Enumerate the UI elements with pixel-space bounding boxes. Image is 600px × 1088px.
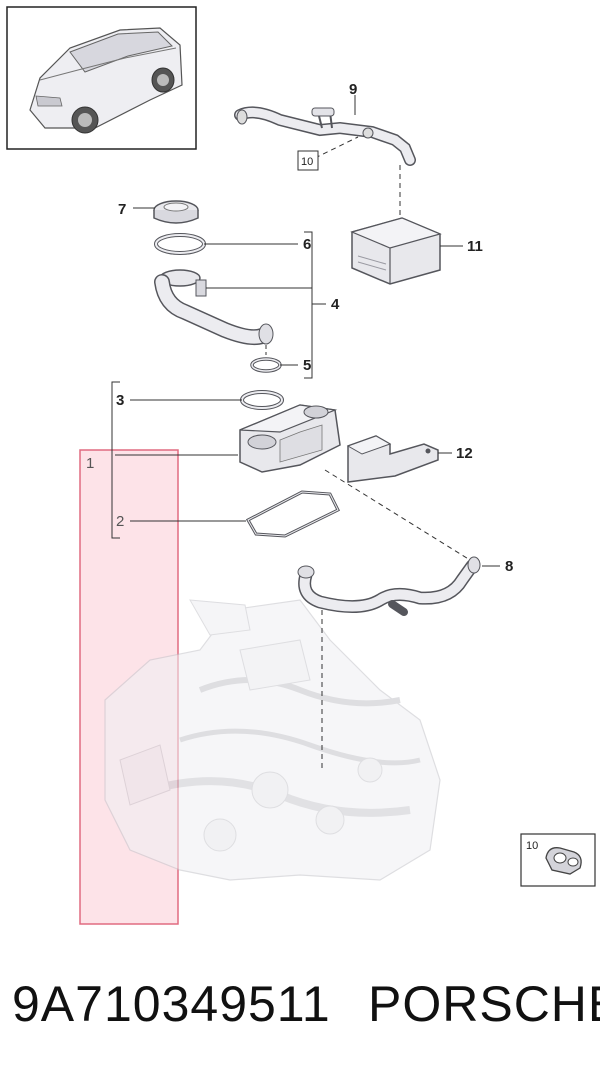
callout-label-2: 2 [116,513,124,530]
callout-label-11: 11 [467,238,483,255]
part-11-oil-cooler [350,217,442,285]
part-2-gasket [245,490,341,538]
inset-callout-label: 10 [526,840,538,852]
callout-label-1: 1 [86,455,94,472]
part-7-cap [153,200,199,224]
part-6-seal-ring [154,233,206,255]
part-5-ring [250,357,282,373]
callout-label-12: 12 [456,445,473,462]
callout-label-8: 8 [505,558,513,575]
part-8-hose [297,556,481,616]
engine-block-illustration [104,599,441,881]
footer: 9A710349511 PORSCHE [0,975,600,1045]
part-4-filler-neck [154,269,274,346]
callout-label-9: 9 [349,81,357,98]
callout-label-5: 5 [303,357,311,374]
callout-label-7: 7 [118,201,126,218]
part-number: 9A710349511 [12,976,331,1032]
part-1-housing [239,404,341,473]
part-12-bracket [346,435,439,483]
callout-label-4: 4 [331,296,340,313]
callout-label-10: 10 [301,156,313,168]
part-3-ring [240,390,284,410]
vehicle-thumbnail [6,6,197,150]
brand-name: PORSCHE [368,976,600,1032]
callout-label-6: 6 [303,236,311,253]
clip-detail-inset: 10 [520,833,596,887]
callout-label-3: 3 [116,392,124,409]
part-9-coolant-pipe [234,106,416,166]
callout-10-box: 10 [297,150,319,171]
